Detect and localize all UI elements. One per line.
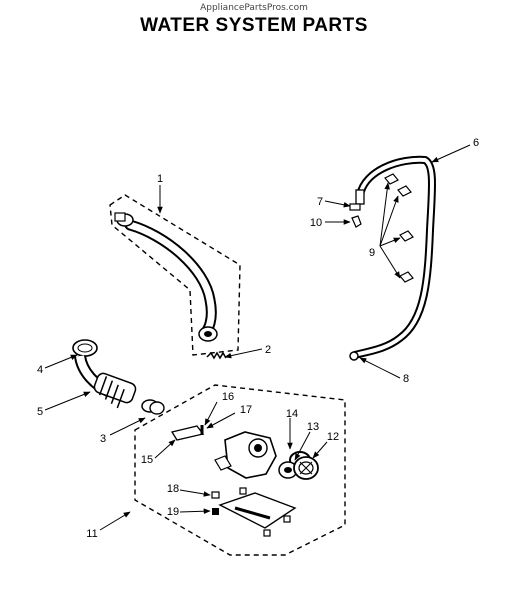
callout-labels: 1 2 3 4 5 6 7 8 9 10 11 12 13 14 15 16 1… <box>37 137 479 540</box>
hose-clips <box>384 173 414 283</box>
callout-3: 3 <box>100 433 106 445</box>
valve-body <box>214 431 277 479</box>
hose-bracket <box>170 425 205 441</box>
callout-4: 4 <box>37 364 43 376</box>
callout-8: 8 <box>403 373 409 385</box>
callout-12: 12 <box>327 431 339 443</box>
callout-6: 6 <box>473 137 479 149</box>
callout-13: 13 <box>307 421 319 433</box>
callout-18: 18 <box>167 483 179 495</box>
callout-15: 15 <box>141 454 153 466</box>
callout-1: 1 <box>157 173 163 185</box>
page-title: WATER SYSTEM PARTS <box>140 15 368 36</box>
callout-9: 9 <box>369 247 375 259</box>
bellows-hose <box>72 339 165 415</box>
spring-part <box>206 351 227 360</box>
callout-7: 7 <box>317 196 323 208</box>
drain-hose <box>114 212 218 342</box>
callout-11: 11 <box>86 528 97 540</box>
screws <box>211 487 291 537</box>
callout-17: 17 <box>240 404 252 416</box>
mounting-plate <box>218 492 297 529</box>
callout-5: 5 <box>37 406 43 418</box>
callout-2: 2 <box>265 344 271 356</box>
filter-cap <box>293 456 319 480</box>
inlet-hose <box>349 155 437 361</box>
callout-16: 16 <box>222 391 234 403</box>
callout-14: 14 <box>286 408 298 420</box>
valve-assembly-boundary <box>134 384 346 556</box>
hose-group-boundary <box>109 194 241 356</box>
hose-fittings <box>349 203 362 228</box>
callout-19: 19 <box>167 506 179 518</box>
callout-10: 10 <box>310 217 322 229</box>
site-watermark: AppliancePartsPros.com <box>200 3 308 13</box>
leader-lines <box>44 144 471 531</box>
